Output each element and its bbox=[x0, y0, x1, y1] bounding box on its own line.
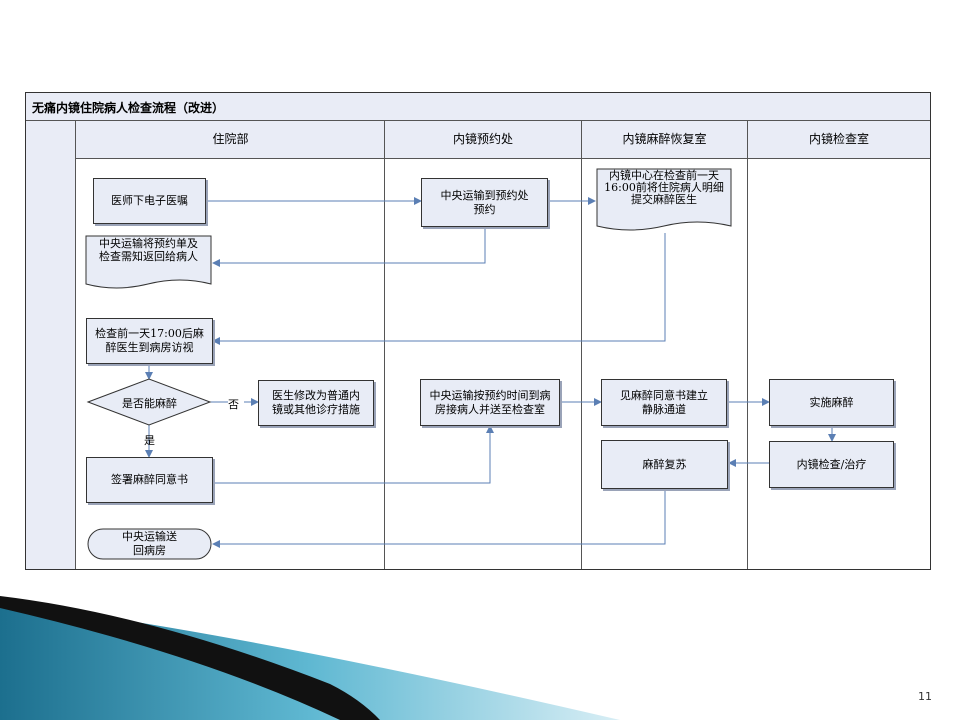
terminator-shape bbox=[87, 528, 212, 560]
page-number: 11 bbox=[918, 690, 932, 703]
doc-shape-return bbox=[85, 235, 212, 289]
node-can-anesthetize: 是否能麻醉 bbox=[122, 397, 177, 410]
node-sign-consent: 签署麻醉同意书 bbox=[86, 457, 213, 503]
node-perform-anesthesia: 实施麻醉 bbox=[769, 379, 894, 426]
node-anesthesia-visit: 检查前一天17:00后麻醉医生到病房访视 bbox=[86, 318, 213, 364]
node-central-transport-pickup: 中央运输按预约时间到病房接病人并送至检查室 bbox=[420, 379, 560, 426]
title-bar: 无痛内镜住院病人检查流程（改进） bbox=[26, 93, 930, 121]
arrow-sign-to-pickup bbox=[213, 425, 494, 484]
node-return-ward: 中央运输送回病房 bbox=[122, 530, 177, 557]
arrow-recovery-to-ward bbox=[212, 489, 666, 548]
node-consent-iv: 见麻醉同意书建立静脉通道 bbox=[601, 379, 727, 426]
arrow-notify-to-visit bbox=[212, 233, 666, 345]
lane-divider bbox=[747, 121, 748, 569]
node-exam-treatment: 内镜检查/治疗 bbox=[769, 441, 894, 488]
lane-header-exam-room: 内镜检查室 bbox=[748, 121, 930, 159]
node-central-transport-appt: 中央运输到预约处预约 bbox=[421, 178, 548, 227]
label-yes: 是 bbox=[144, 434, 155, 447]
left-margin-column bbox=[26, 121, 76, 569]
node-doctor-order: 医师下电子医嘱 bbox=[93, 178, 206, 224]
lane-divider bbox=[581, 121, 582, 569]
node-return-appt-form: 中央运输将预约单及检查需知返回给病人 bbox=[99, 237, 198, 263]
arrow-appt-to-return bbox=[212, 227, 486, 267]
node-endoscopy-center-notify: 内镜中心在检查前一天16:00前将住院病人明细提交麻醉医生 bbox=[604, 169, 724, 206]
node-recovery: 麻醉复苏 bbox=[601, 440, 728, 489]
lane-header-inpatient: 住院部 bbox=[76, 121, 385, 159]
diagram-title: 无痛内镜住院病人检查流程（改进） bbox=[32, 101, 225, 115]
decision-diamond bbox=[86, 378, 212, 426]
slide-decoration bbox=[0, 596, 620, 720]
lane-header-recovery: 内镜麻醉恢复室 bbox=[581, 121, 748, 159]
label-no: 否 bbox=[228, 396, 239, 412]
node-change-plan: 医生修改为普通内镜或其他诊疗措施 bbox=[258, 380, 374, 426]
lane-header-appointment: 内镜预约处 bbox=[385, 121, 581, 159]
lane-divider bbox=[384, 121, 385, 569]
doc-shape-notify bbox=[596, 168, 732, 231]
